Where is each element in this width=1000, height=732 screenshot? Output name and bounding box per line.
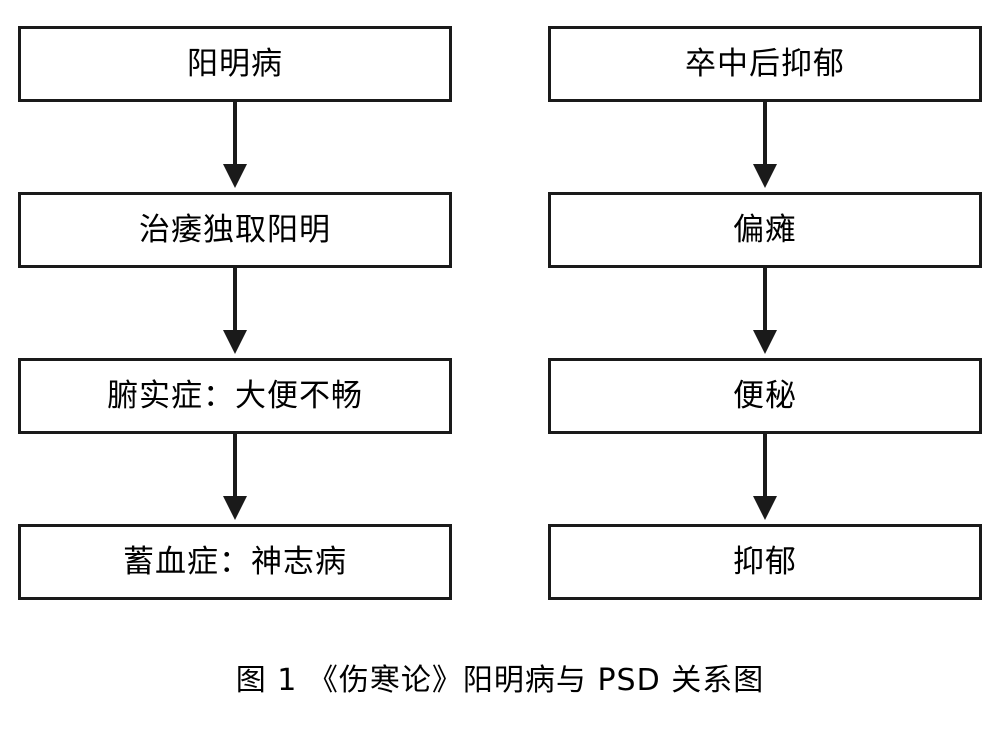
arrow-head xyxy=(753,496,777,520)
arrow-head xyxy=(753,330,777,354)
flow-node: 便秘 xyxy=(548,358,982,434)
arrow-shaft xyxy=(233,268,237,334)
arrow-head xyxy=(223,496,247,520)
arrow-head xyxy=(753,164,777,188)
flow-node: 阳明病 xyxy=(18,26,452,102)
arrow-down-icon xyxy=(18,268,452,358)
arrow-shaft xyxy=(233,434,237,500)
flow-node: 卒中后抑郁 xyxy=(548,26,982,102)
flow-column-right: 卒中后抑郁 偏瘫 便秘 抑郁 xyxy=(548,26,982,600)
flow-node: 治痿独取阳明 xyxy=(18,192,452,268)
flow-column-left: 阳明病 治痿独取阳明 腑实症：大便不畅 蓄血症：神志病 xyxy=(18,26,452,600)
arrow-down-icon xyxy=(18,434,452,524)
arrow-shaft xyxy=(763,102,767,168)
flow-node: 蓄血症：神志病 xyxy=(18,524,452,600)
arrow-down-icon xyxy=(548,434,982,524)
arrow-head xyxy=(223,164,247,188)
arrow-down-icon xyxy=(548,268,982,358)
flow-node: 抑郁 xyxy=(548,524,982,600)
figure-caption: 图 1 《伤寒论》阳明病与 PSD 关系图 xyxy=(235,663,765,698)
arrow-shaft xyxy=(763,434,767,500)
arrow-down-icon xyxy=(548,102,982,192)
flow-node: 腑实症：大便不畅 xyxy=(18,358,452,434)
arrow-shaft xyxy=(763,268,767,334)
arrow-head xyxy=(223,330,247,354)
flow-node: 偏瘫 xyxy=(548,192,982,268)
arrow-down-icon xyxy=(18,102,452,192)
arrow-shaft xyxy=(233,102,237,168)
